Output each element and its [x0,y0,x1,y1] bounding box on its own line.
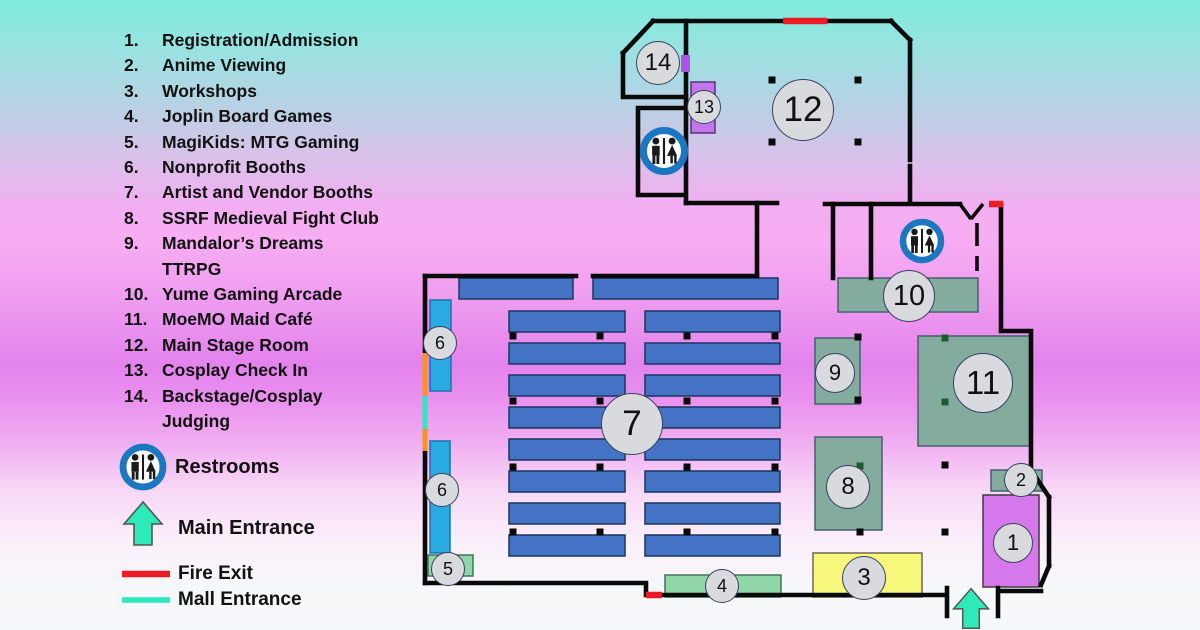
legend-item-label: Anime Viewing [162,55,287,76]
legend-item-label: Cosplay Check In [162,360,308,381]
legend-item-4: 4. Joplin Board Games [121,104,421,129]
legend-item-number: 9. [124,233,139,254]
room-circle-2: 2 [1004,463,1038,497]
restrooms-icon-map-right [903,222,941,260]
legend-item-2: 2. Anime Viewing [121,53,421,78]
main-entrance-arrow-legend [123,501,163,546]
vendor-table [592,277,779,300]
room-circle-5: 5 [431,552,465,586]
legend-list: 1. Registration/Admission 2. Anime Viewing 3… [121,28,421,435]
legend-item-11: 11. MoeMO Maid Café [121,307,421,332]
legend-item-label: Yume Gaming Arcade [162,284,343,305]
legend-item-5: 5. MagiKids: MTG Gaming [121,130,421,155]
wall-room10-dividers [830,201,874,281]
wall-top-right-diagonal [887,17,914,44]
room-circle-6: 6 [425,473,459,507]
room-circle-14: 14 [636,41,680,85]
vendor-table [644,534,781,557]
room-circle-6: 6 [423,326,457,360]
legend-item-label: MagiKids: MTG Gaming [162,131,360,152]
legend-item-12: 12. Main Stage Room [121,333,421,358]
legend-item-number: 8. [124,207,139,228]
vendor-table [508,374,626,397]
legend-item-number: 6. [124,157,139,178]
restrooms-icon-map-left [643,130,684,171]
wall-right-side [998,201,1034,473]
vendor-table [644,470,781,493]
legend-item-number: 14. [124,385,149,406]
room-circle-4: 4 [705,569,739,603]
wall-entrance-right-stub [995,585,1044,619]
legend-item-6: 6. Nonprofit Booths [121,155,421,180]
legend-item-3: 3. Workshops [121,79,421,104]
legend-item-label: Registration/Admission [162,30,359,50]
legend-item-label: Artist and Vendor Booths [162,182,373,203]
pillars [509,76,949,536]
vendor-table [508,470,626,493]
room-circle-3: 3 [842,556,886,600]
legend-item-number: 5. [124,131,139,152]
legend-item-number: 2. [124,55,139,76]
legend-item-number: 4. [124,106,139,127]
legend-item-label: Joplin Board Games [162,106,333,127]
purple-wall-mark [681,55,690,72]
fire-exit-label: Fire Exit [178,563,253,584]
vendor-table [508,502,626,525]
legend-item-number: 1. [124,30,139,50]
room-circle-13: 13 [687,90,721,124]
legend-item-label: Main Stage Room [162,334,309,355]
legend-item-label: Workshops [162,80,257,101]
legend-item-10: 10. Yume Gaming Arcade [121,282,421,307]
legend-item-number: 12. [124,334,149,355]
room-circle-11: 11 [953,353,1013,413]
main-entrance-arrow-map [952,587,990,629]
main-entrance-label: Main Entrance [178,517,315,539]
legend-item-number: 3. [124,80,139,101]
legend-item-number: 7. [124,182,139,203]
room-circle-10: 10 [883,270,935,322]
wall-hall-bottom [422,580,649,598]
vendor-table [644,342,781,365]
legend-item-13: 13. Cosplay Check In [121,358,421,383]
legend-item-label: Nonprofit Booths [162,157,306,178]
vendor-table [508,310,626,333]
room-circle-9: 9 [815,353,855,393]
vendor-table [644,406,781,429]
pillars-dark-green [856,334,949,470]
vendor-table [458,277,574,300]
legend-item-number: 11. [124,309,148,330]
wall-marks [422,17,1003,599]
vendor-table [644,502,781,525]
vendor-table [644,438,781,461]
room-circle-7: 7 [601,393,663,455]
wall-room14 [619,17,689,100]
vendor-table [644,310,781,333]
walls [422,17,1053,619]
vendor-tables [458,277,781,557]
legend-item-8: 8. SSRF Medieval Fight Club [121,206,421,231]
room-circle-8: 8 [826,465,870,509]
door-symbol [958,202,985,271]
legend-item-number: 13. [124,360,149,381]
mall-entrance-label: Mall Entrance [178,589,302,610]
vendor-table [644,374,781,397]
restrooms-label: Restrooms [175,456,280,478]
wall-restroom-closet [635,105,687,198]
legend-item-7: 7. Artist and Vendor Booths [121,180,421,205]
room-circle-1: 1 [993,523,1033,563]
legend-item-1: 1. Registration/Admission [121,28,421,53]
legend-item-number: 10. [124,284,149,305]
legend-item-label: SSRF Medieval Fight Club [162,207,379,228]
vendor-table [508,534,626,557]
room-circle-12: 12 [772,79,834,141]
vendor-table [508,342,626,365]
legend-item-label: MoeMO Maid Café [162,309,313,330]
restrooms-icon-legend [123,447,163,487]
